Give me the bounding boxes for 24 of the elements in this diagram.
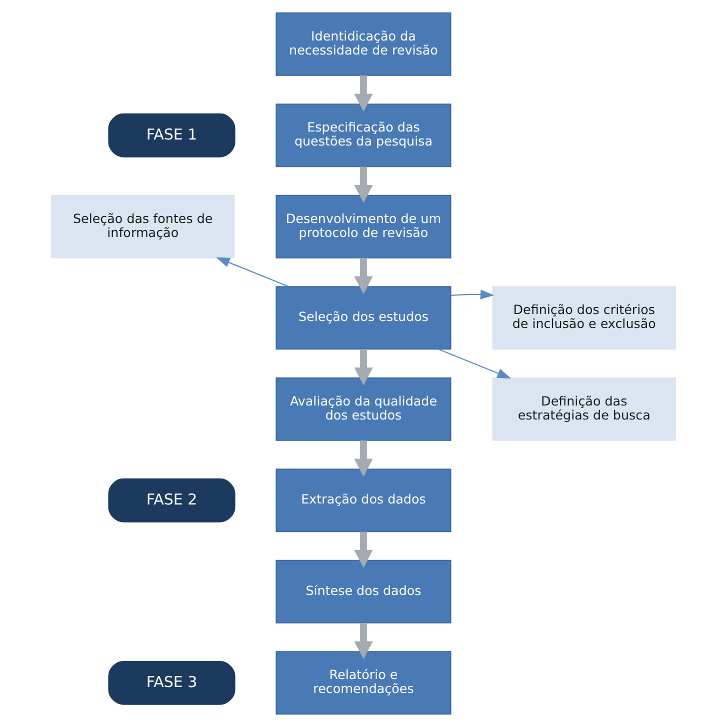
arrow xyxy=(354,166,372,203)
arrow xyxy=(354,258,372,294)
arrow xyxy=(354,440,372,477)
node-box: Avaliação da qualidade dos estudos xyxy=(275,377,451,441)
arrow xyxy=(437,348,511,379)
arrow xyxy=(450,290,494,300)
node-box: Identidicação da necessidade de revisão xyxy=(275,12,451,76)
arrow xyxy=(354,75,372,112)
node-box: Síntese dos dados xyxy=(275,560,451,624)
arrow xyxy=(354,622,372,660)
node-box: FASE 2 xyxy=(108,478,235,522)
node-box: Extração dos dados xyxy=(275,468,451,532)
node-box: Desenvolvimento de um protocolo de revisão xyxy=(275,194,451,258)
node-box: FASE 3 xyxy=(108,660,235,705)
arrow xyxy=(354,349,372,386)
node-box: Especificação das questões da pesquisa xyxy=(275,104,451,168)
node-box: Seleção dos estudos xyxy=(275,286,451,350)
arrow xyxy=(215,257,289,288)
node-box: Definição das estratégias de busca xyxy=(492,377,676,441)
node-box: Seleção das fontes de informação xyxy=(50,194,234,258)
node-box: FASE 1 xyxy=(108,113,235,158)
node-box: Definição dos critérios de inclusão e exclusão xyxy=(492,286,676,350)
node-box: Relatório e recomendações xyxy=(275,651,451,715)
arrow xyxy=(354,532,372,568)
